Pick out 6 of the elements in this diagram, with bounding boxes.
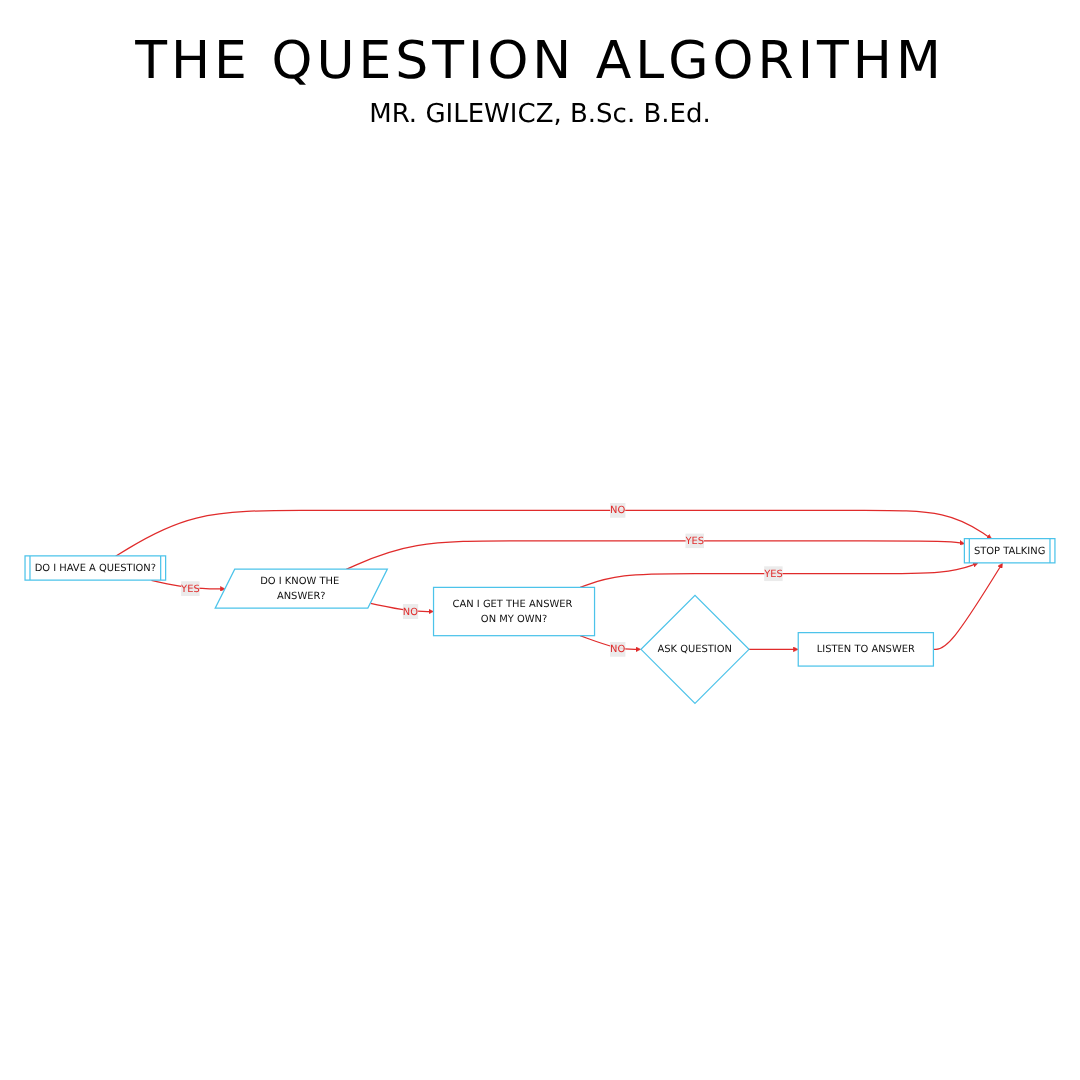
title: THE QUESTION ALGORITHM — [135, 32, 945, 92]
arrow — [932, 562, 1003, 650]
subtitle: MR. GILEWICZ, B.Sc. B.Ed. — [369, 100, 711, 130]
arrow — [579, 562, 979, 588]
arrow — [748, 646, 799, 652]
arrow — [114, 509, 993, 557]
